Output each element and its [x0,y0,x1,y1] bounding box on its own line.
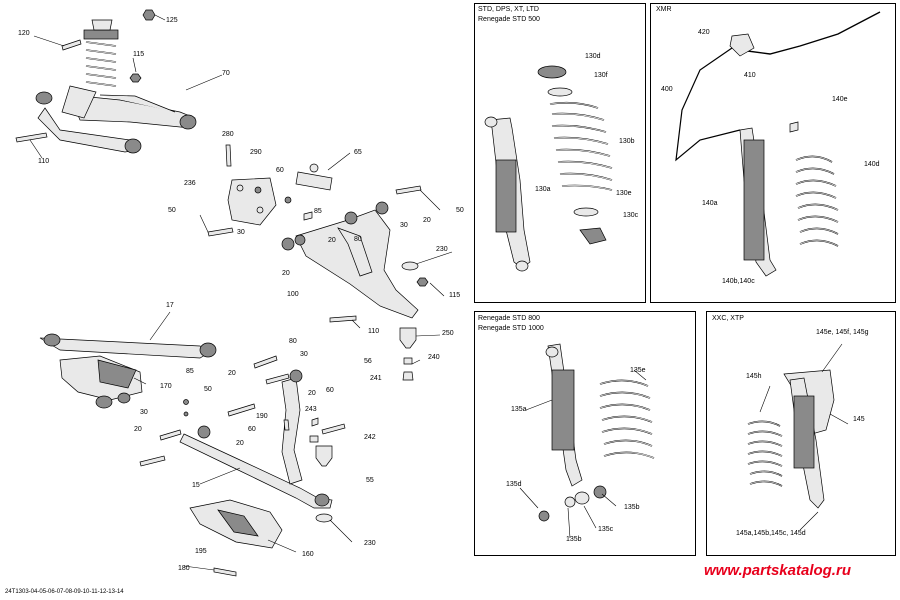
callout-20: 20 [134,426,142,433]
callout-241: 241 [370,375,382,382]
callout-115: 115 [133,51,145,58]
callout-195: 195 [195,548,207,555]
std-panel-title-1: STD, DPS, XT, LTD [478,6,539,13]
renegade-shock-artwork [519,343,655,539]
renegade-panel-title-1: Renegade STD 800 [478,315,540,322]
callout-410: 410 [744,72,756,79]
callout-100: 100 [287,291,299,298]
callout-170: 170 [160,383,172,390]
callout-130c: 130c [623,212,639,219]
std-shock-artwork [484,65,613,272]
callout-140b-140c: 140b,140c [722,278,755,285]
diagram-reference-code: 24T1303-04-05-06-07-08-09-10-11-12-13-14 [5,589,124,595]
callout-243: 243 [305,406,317,413]
renegade-panel [474,311,696,556]
callout-130d: 130d [585,53,601,60]
callout-55: 55 [366,477,374,484]
callout-290: 290 [250,149,262,156]
watermark-link[interactable]: www.partskatalog.ru [704,562,851,579]
callout-180: 180 [178,565,190,572]
xmr-panel [650,3,896,303]
callout-280: 280 [222,131,234,138]
callout-80: 80 [289,338,297,345]
upper-left-shock-assembly [15,9,223,159]
lower-left-arm-assembly [39,311,353,577]
callout-20: 20 [228,370,236,377]
callout-145a-145b-145c-145d: 145a,145b,145c, 145d [736,530,806,537]
callout-140d: 140d [864,161,880,168]
callout-120: 120 [18,30,30,37]
callout-400: 400 [661,86,673,93]
callout-70: 70 [222,70,230,77]
callout-240: 240 [428,354,440,361]
callout-50: 50 [168,207,176,214]
callout-135e: 135e [630,367,646,374]
xmr-panel-title: XMR [656,6,672,13]
callout-50: 50 [456,207,464,214]
callout-56: 56 [364,358,372,365]
callout-15: 15 [192,482,200,489]
callout-30: 30 [140,409,148,416]
callout-140e: 140e [832,96,848,103]
renegade-panel-title-2: Renegade STD 1000 [478,325,544,332]
middle-arm-assembly [199,144,453,381]
callout-60: 60 [248,426,256,433]
callout-145: 145 [853,416,865,423]
callout-110: 110 [368,328,380,335]
callout-85: 85 [314,208,322,215]
callout-20: 20 [328,237,336,244]
callout-115: 115 [449,292,461,299]
callout-420: 420 [698,29,710,36]
callout-20: 20 [236,440,244,447]
callout-135a: 135a [511,406,527,413]
callout-30: 30 [400,222,408,229]
callout-145e-145f-145g: 145e, 145f, 145g [816,329,869,336]
callout-160: 160 [302,551,314,558]
xmr-shock-artwork [675,11,881,277]
callout-242: 242 [364,434,376,441]
callout-135d: 135d [506,481,522,488]
callout-145h: 145h [746,373,762,380]
callout-60: 60 [326,387,334,394]
xxc-panel-title: XXC, XTP [712,315,744,322]
callout-17: 17 [166,302,174,309]
xxc-panel [706,311,896,556]
callout-135c: 135c [598,526,614,533]
callout-230: 230 [436,246,448,253]
std-panel [474,3,646,303]
callout-65: 65 [354,149,362,156]
callout-20: 20 [423,217,431,224]
callout-30: 30 [300,351,308,358]
xxc-shock-artwork [747,343,849,531]
callout-85: 85 [186,368,194,375]
callout-110: 110 [38,158,50,165]
callout-130b: 130b [619,138,635,145]
callout-250: 250 [442,330,454,337]
callout-135b: 135b [566,536,582,543]
callout-230: 230 [364,540,376,547]
callout-20: 20 [282,270,290,277]
callout-50: 50 [204,386,212,393]
callout-60: 60 [276,167,284,174]
callout-130e: 130e [616,190,632,197]
callout-236: 236 [184,180,196,187]
callout-20: 20 [308,390,316,397]
callout-140a: 140a [702,200,718,207]
callout-80: 80 [354,236,362,243]
callout-125: 125 [166,17,178,24]
callout-30: 30 [237,229,245,236]
std-panel-title-2: Renegade STD 500 [478,16,540,23]
callout-130a: 130a [535,186,551,193]
callout-130f: 130f [594,72,608,79]
callout-190: 190 [256,413,268,420]
callout-135b: 135b [624,504,640,511]
